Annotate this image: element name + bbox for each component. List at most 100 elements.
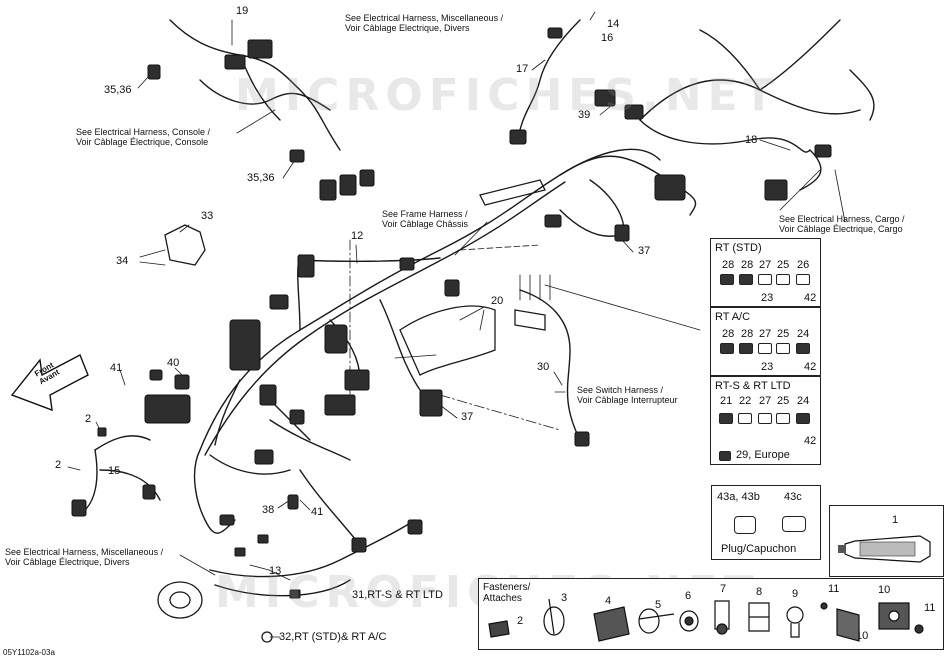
panel-rts-part-4: [776, 413, 790, 424]
panel-rts-extra-29: 29, Europe: [736, 449, 790, 461]
panel-rt-std-num-4: 25: [777, 259, 790, 271]
note-misc-top-en: See Electrical Harness, Miscellaneous /: [345, 13, 504, 23]
panel-rt-ac-part-1: [720, 343, 734, 354]
note-misc-bottom-fr: Voir Câblage Électrique, Divers: [5, 557, 130, 567]
panel-rt-std-extra-42: 42: [804, 292, 817, 304]
note-console-fr: Voir Câblage Électrique, Console: [76, 137, 209, 147]
plug-capuchon-box: 43a, 43b 43c Plug/Capuchon: [711, 485, 821, 560]
panel-rts-part-5: [796, 413, 810, 424]
panel-rt-ac-num-4: 25: [777, 328, 790, 340]
callout-14: 14: [607, 18, 620, 30]
fastener-label-8: 8: [756, 586, 763, 598]
callout-18: 18: [745, 134, 758, 146]
plug-label-43c: 43c: [784, 491, 802, 503]
panel-rt-std: RT (STD) 28 28 27 25 26 23 42: [710, 238, 821, 307]
callout-33: 33: [201, 210, 214, 222]
callout-19: 19: [236, 5, 249, 17]
note-switch: See Switch Harness / Voir Câblage Interr…: [577, 385, 678, 405]
fastener-label-11b: 11: [924, 602, 936, 614]
note-misc-bottom-en: See Electrical Harness, Miscellaneous /: [5, 547, 164, 557]
callout-31: 31,RT-S & RT LTD: [352, 589, 443, 601]
callout-12: 12: [351, 230, 364, 242]
tube-label: 1: [892, 514, 899, 526]
tube-box: 1: [829, 505, 944, 577]
note-misc-bottom: See Electrical Harness, Miscellaneous / …: [5, 547, 163, 567]
callout-38: 38: [262, 504, 275, 516]
panel-rt-ac-extra-23: 23: [761, 361, 774, 373]
panel-rt-ac-num-3: 27: [759, 328, 772, 340]
callout-2-left-upper: 2: [85, 413, 92, 425]
callout-41-left: 41: [110, 362, 123, 374]
panel-rt-std-title: RT (STD): [715, 242, 762, 254]
note-frame: See Frame Harness / Voir Câblage Châssis: [382, 209, 468, 229]
callout-30: 30: [537, 361, 550, 373]
plug-43ab-icon: [734, 516, 756, 534]
fastener-label-4: 4: [605, 595, 612, 607]
note-frame-fr: Voir Câblage Châssis: [382, 219, 469, 229]
fastener-label-5: 5: [655, 599, 662, 611]
callout-34: 34: [116, 255, 129, 267]
callout-41-mid: 41: [311, 506, 324, 518]
watermark-top: MICROFICHES.NET: [235, 70, 780, 121]
fastener-label-3: 3: [561, 592, 568, 604]
note-cargo-en: See Electrical Harness, Cargo /: [779, 214, 905, 224]
note-cargo: See Electrical Harness, Cargo / Voir Câb…: [779, 214, 905, 234]
panel-rt-ac: RT A/C 28 28 27 25 24 23 42: [710, 307, 821, 376]
panel-rts-num-4: 25: [777, 395, 790, 407]
panel-rts-part-2: [738, 413, 752, 424]
fasteners-title-en: Fasteners/: [483, 582, 531, 593]
panel-rt-ac-extra-42: 42: [804, 361, 817, 373]
panel-rt-ac-part-2: [739, 343, 753, 354]
tube-icon: [838, 535, 931, 563]
panel-rt-ac-num-2: 28: [741, 328, 754, 340]
panel-rt-std-extra-23: 23: [761, 292, 774, 304]
callout-37-top: 37: [638, 245, 651, 257]
panel-rt-std-part-2: [739, 274, 753, 285]
note-console-en: See Electrical Harness, Console /: [76, 127, 211, 137]
note-misc-top-fr: Voir Câblage Electrique, Divers: [345, 23, 470, 33]
panel-rts-part-1: [719, 413, 733, 424]
panel-rt-ac-part-4: [776, 343, 790, 354]
fasteners-title: Fasteners/ Attaches: [483, 582, 530, 604]
panel-rt-std-num-3: 27: [759, 259, 772, 271]
panel-rt-std-part-4: [776, 274, 790, 285]
plug-caption: Plug/Capuchon: [721, 543, 797, 555]
panel-rt-std-num-1: 28: [722, 259, 735, 271]
plug-label-43ab: 43a, 43b: [717, 491, 760, 503]
fastener-label-10a: 10: [878, 584, 891, 596]
callout-32: 32,RT (STD)& RT A/C: [279, 631, 387, 643]
fasteners-box: Fasteners/ Attaches 2 3 4 5 6 7 8 9 11 1…: [478, 578, 944, 650]
panel-rts-part-3: [758, 413, 772, 424]
callout-13: 13: [269, 565, 282, 577]
callout-35-36-top: 35,36: [104, 84, 132, 96]
panel-rts-title: RT-S & RT LTD: [715, 380, 791, 392]
panel-rt-std-part-1: [720, 274, 734, 285]
fastener-label-2: 2: [517, 615, 524, 627]
note-frame-en: See Frame Harness /: [382, 209, 468, 219]
fasteners-title-fr: Attaches: [483, 593, 522, 604]
callout-40: 40: [167, 357, 180, 369]
fastener-label-9: 9: [792, 588, 799, 600]
callout-20: 20: [491, 295, 504, 307]
panel-rts-num-1: 21: [720, 395, 733, 407]
callout-16: 16: [601, 32, 614, 44]
note-console: See Electrical Harness, Console / Voir C…: [76, 127, 210, 147]
callout-15: 15: [108, 465, 121, 477]
callout-39: 39: [578, 109, 591, 121]
panel-rt-ac-part-5: [796, 343, 810, 354]
note-switch-en: See Switch Harness /: [577, 385, 664, 395]
callout-37-mid: 37: [461, 411, 474, 423]
callout-17: 17: [516, 63, 529, 75]
panel-rt-ac-num-1: 28: [722, 328, 735, 340]
note-cargo-fr: Voir Câblage Électrique, Cargo: [779, 224, 903, 234]
panel-rt-s-ltd: RT-S & RT LTD 21 22 27 25 24 42 29, Euro…: [710, 376, 821, 465]
fastener-label-7: 7: [720, 583, 727, 595]
panel-rts-num-2: 22: [739, 395, 752, 407]
fastener-icons: [488, 598, 924, 642]
panel-rts-num-5: 24: [797, 395, 810, 407]
panel-rts-num-3: 27: [759, 395, 772, 407]
panel-rt-std-num-5: 26: [797, 259, 810, 271]
panel-rts-part-29: [719, 451, 731, 461]
fastener-label-11a: 11: [828, 583, 840, 595]
